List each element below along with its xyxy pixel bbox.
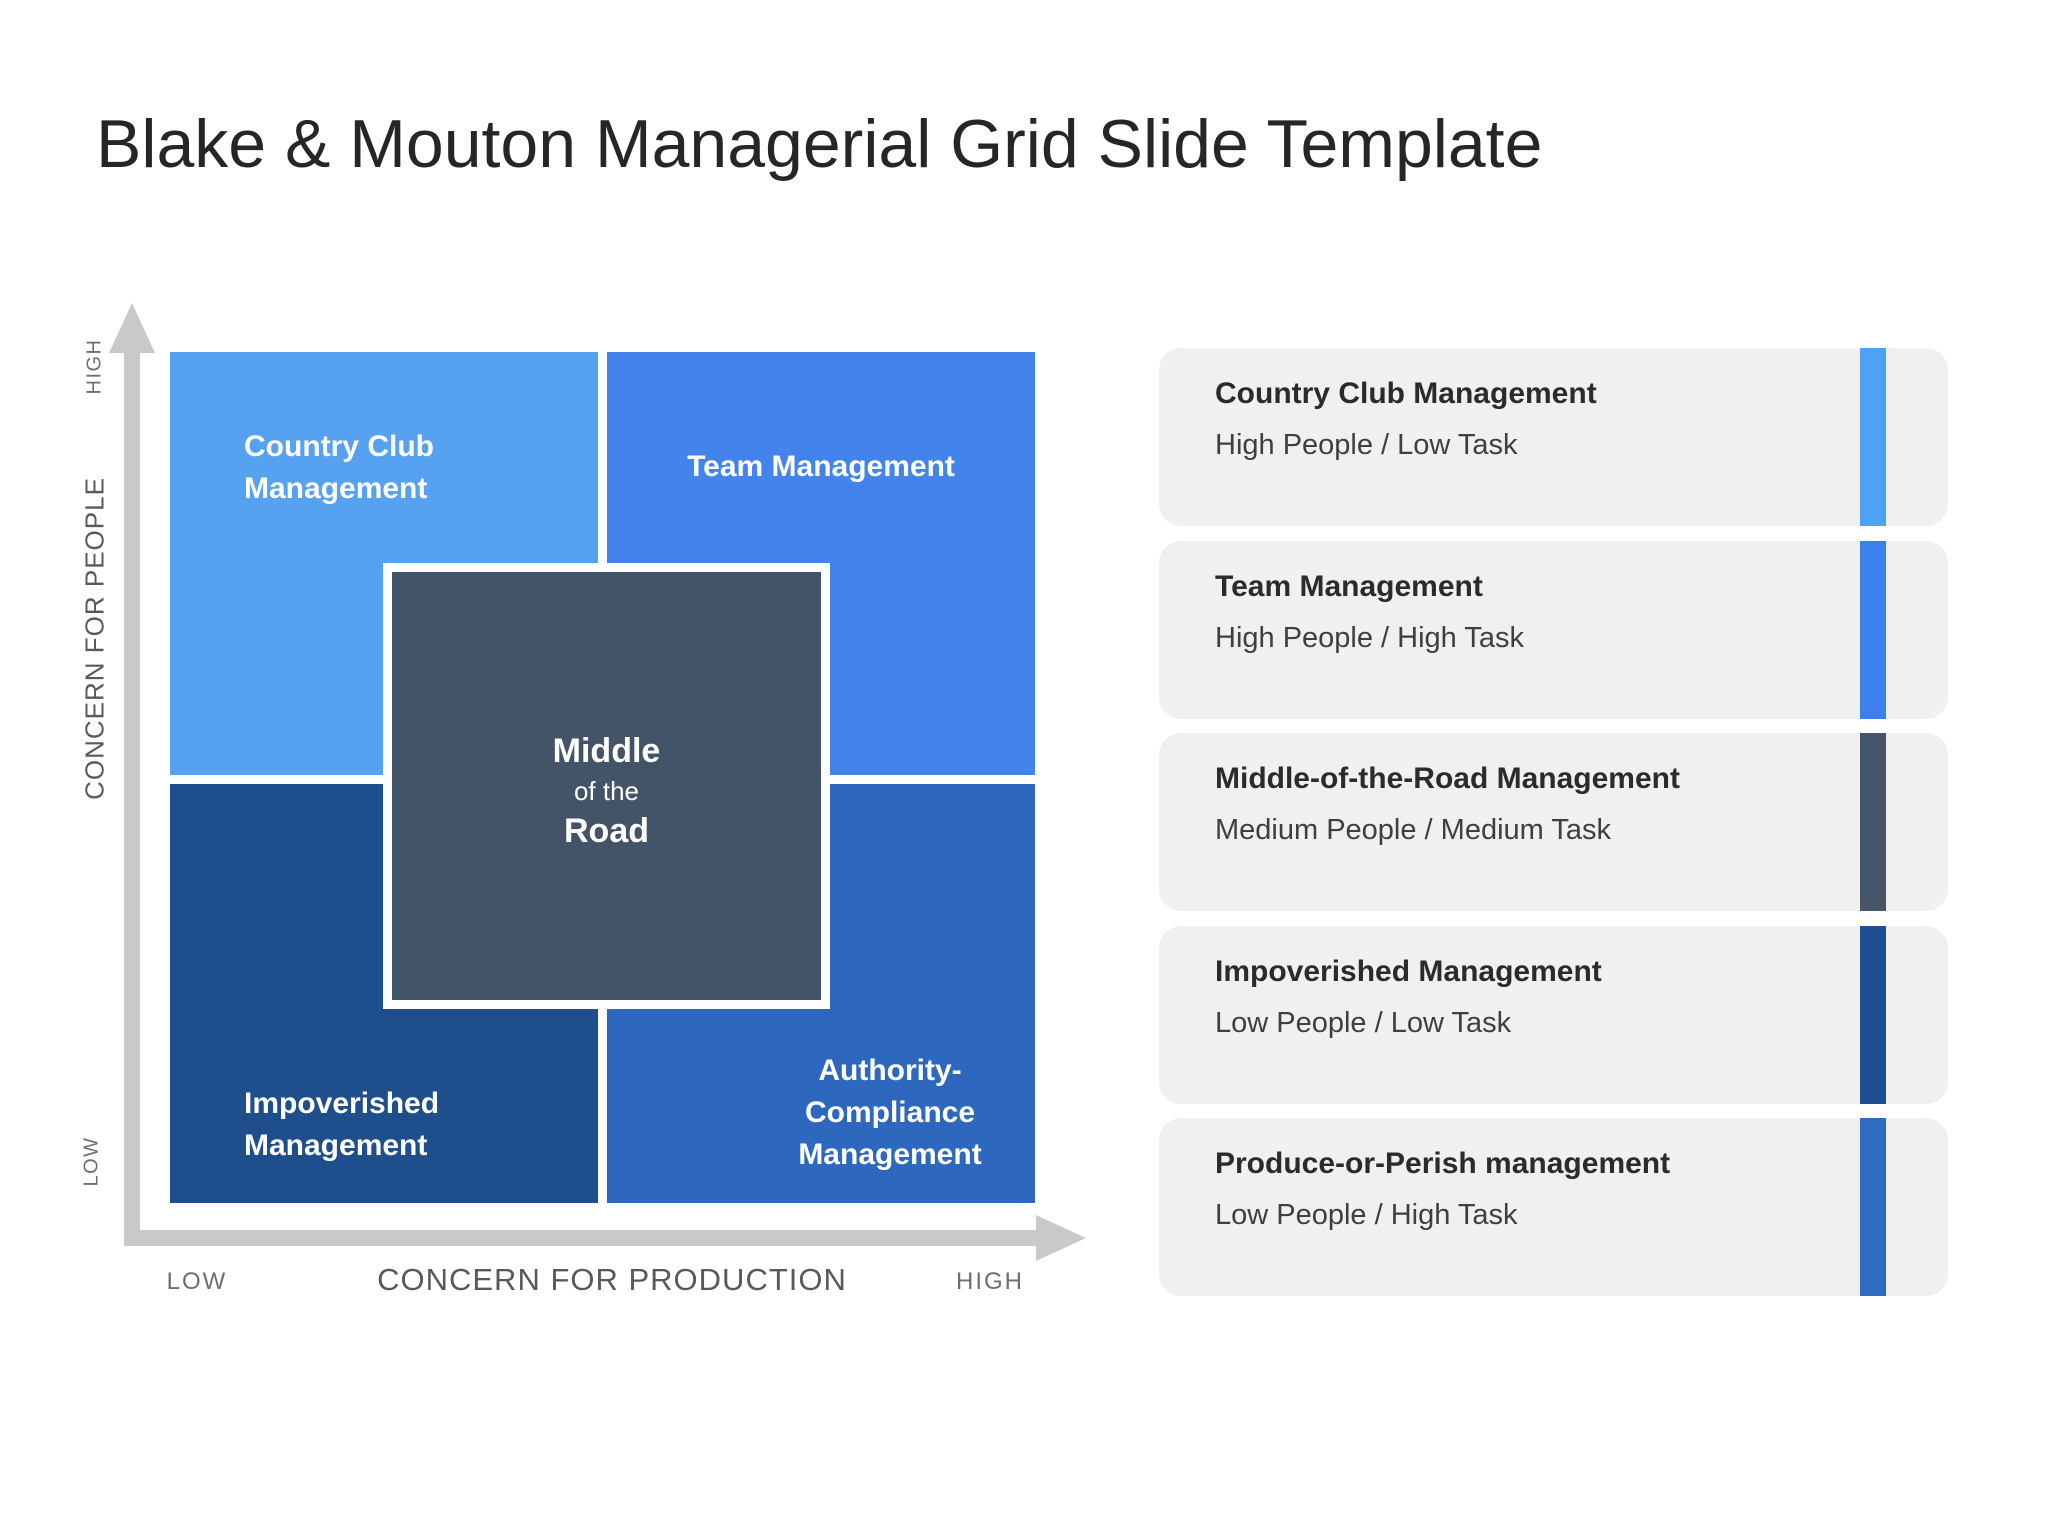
quadrant-label-country-club: Country Club Management — [244, 430, 434, 505]
y-axis-arrow-icon — [109, 303, 155, 353]
legend-card-accent-bar — [1860, 926, 1886, 1104]
x-axis-arrow-shaft — [124, 1230, 1037, 1246]
x-axis-high-tick: HIGH — [956, 1268, 1024, 1295]
legend-card-subtitle: Low People / Low Task — [1215, 1007, 1512, 1039]
x-axis-arrow-icon — [1036, 1215, 1086, 1261]
x-axis-low-tick: LOW — [166, 1268, 228, 1295]
legend-card-country-club: Country Club Management High People / Lo… — [1159, 348, 1948, 526]
middle-box-line3: Road — [564, 812, 649, 850]
legend-card-subtitle: Low People / High Task — [1215, 1199, 1518, 1231]
legend-card-impoverished: Impoverished Management Low People / Low… — [1159, 926, 1948, 1104]
legend-card-accent-bar — [1860, 1118, 1886, 1296]
legend-card-team: Team Management High People / High Task — [1159, 541, 1948, 719]
legend-card-accent-bar — [1860, 541, 1886, 719]
middle-of-the-road-box: Middle of the Road — [383, 563, 830, 1009]
legend-card-title: Produce-or-Perish management — [1215, 1147, 1671, 1180]
legend-card-middle-of-the-road: Middle-of-the-Road Management Medium Peo… — [1159, 733, 1948, 911]
y-axis-low-tick: LOW — [80, 1136, 103, 1187]
middle-box-line1: Middle — [552, 732, 661, 770]
legend-card-title: Team Management — [1215, 570, 1483, 603]
legend-card-subtitle: High People / High Task — [1215, 622, 1524, 654]
legend-card-produce-or-perish: Produce-or-Perish management Low People … — [1159, 1118, 1948, 1296]
y-axis-high-tick: HIGH — [83, 338, 106, 395]
y-axis-label: CONCERN FOR PEOPLE — [79, 477, 110, 800]
y-axis-arrow-shaft — [124, 352, 140, 1246]
middle-box-line2: of the — [573, 776, 640, 806]
quadrant-label-authority-compliance: Authority- Compliance Management — [798, 1054, 982, 1171]
legend-card-accent-bar — [1860, 733, 1886, 911]
page-title: Blake & Mouton Managerial Grid Slide Tem… — [96, 105, 1543, 182]
legend-card-title: Country Club Management — [1215, 377, 1597, 410]
legend-card-title: Middle-of-the-Road Management — [1215, 762, 1680, 795]
legend-card-title: Impoverished Management — [1215, 955, 1602, 988]
quadrant-label-impoverished: Impoverished Management — [244, 1087, 440, 1162]
legend-card-subtitle: High People / Low Task — [1215, 429, 1518, 461]
x-axis-label: CONCERN FOR PRODUCTION — [377, 1262, 847, 1297]
quadrant-label-team: Team Management — [687, 450, 955, 483]
legend-card-accent-bar — [1860, 348, 1886, 526]
legend-card-subtitle: Medium People / Medium Task — [1215, 814, 1611, 846]
